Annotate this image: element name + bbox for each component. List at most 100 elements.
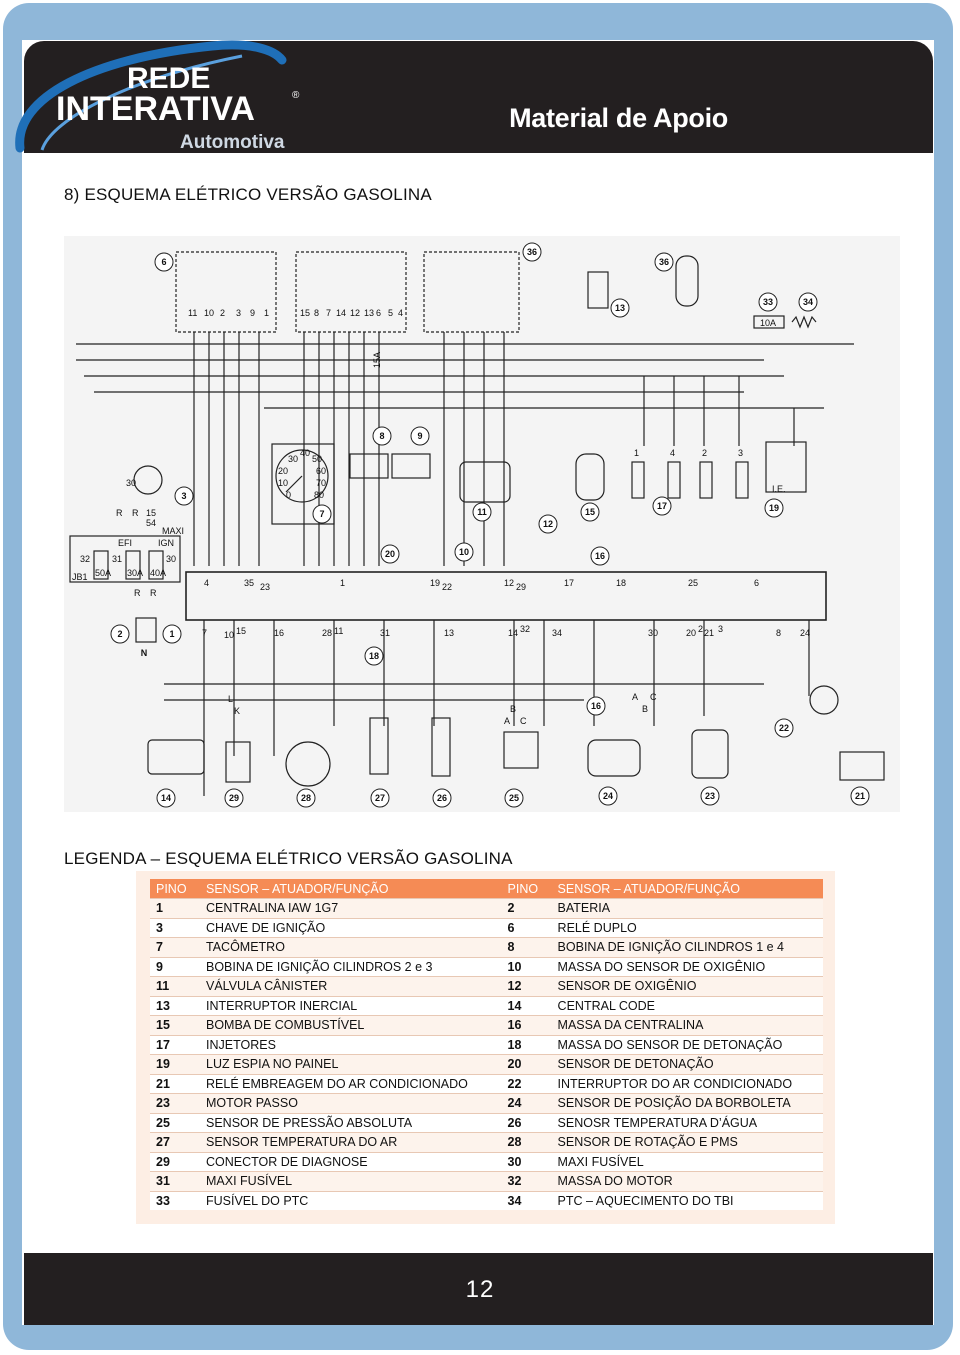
row-pin-right: 16 xyxy=(501,1015,552,1035)
row-pin-right: 12 xyxy=(501,976,552,996)
row-pin-right: 32 xyxy=(501,1171,552,1191)
svg-text:11: 11 xyxy=(334,626,343,636)
coil-1-4 xyxy=(349,453,389,479)
callout-27: 27 xyxy=(375,793,385,803)
ground-n: N xyxy=(141,648,148,658)
relay-box-a xyxy=(175,251,277,333)
row-pin-left: 27 xyxy=(150,1132,200,1152)
water-temp-sensor xyxy=(431,717,451,777)
callout-15: 15 xyxy=(585,507,595,517)
svg-text:50: 50 xyxy=(312,454,322,464)
inertial-switch xyxy=(587,271,609,309)
callout-20: 20 xyxy=(385,549,395,559)
row-pin-left: 11 xyxy=(150,976,200,996)
svg-text:15: 15 xyxy=(300,308,310,318)
svg-text:1: 1 xyxy=(264,308,269,318)
svg-text:1: 1 xyxy=(340,578,345,588)
svg-text:10: 10 xyxy=(278,478,288,488)
row-function-right: MASSA DO SENSOR DE DETONAÇÃO xyxy=(551,1034,823,1055)
svg-text:2: 2 xyxy=(220,308,225,318)
row-function-left: INTERRUPTOR INERCIAL xyxy=(200,995,502,1016)
svg-text:29: 29 xyxy=(516,582,526,592)
svg-text:6: 6 xyxy=(376,308,381,318)
row-function-left: CONECTOR DE DIAGNOSE xyxy=(200,1151,502,1172)
row-function-right: MAXI FUSÍVEL xyxy=(551,1151,823,1172)
svg-text:40A: 40A xyxy=(150,568,166,578)
svg-text:13: 13 xyxy=(444,628,454,638)
svg-text:K: K xyxy=(234,706,240,716)
svg-text:14: 14 xyxy=(336,308,346,318)
callout-24: 24 xyxy=(603,791,613,801)
ignition-switch xyxy=(133,465,163,495)
legend-table-container: PINO SENSOR – ATUADOR/FUNÇÃO PINO SENSOR… xyxy=(136,871,835,1224)
row-pin-left: 1 xyxy=(150,898,200,918)
row-pin-right: 24 xyxy=(501,1093,552,1113)
svg-text:40: 40 xyxy=(300,448,310,458)
logo-registered: ® xyxy=(292,90,300,101)
row-pin-right: 6 xyxy=(501,917,552,938)
row-pin-left: 29 xyxy=(150,1151,200,1172)
svg-text:R: R xyxy=(134,588,141,598)
header-pin-2: PINO xyxy=(501,879,552,899)
svg-text:50A: 50A xyxy=(95,568,111,578)
callout-9: 9 xyxy=(417,431,422,441)
svg-text:34: 34 xyxy=(552,628,562,638)
svg-text:32: 32 xyxy=(80,554,90,564)
callout-33: 33 xyxy=(763,297,773,307)
row-pin-right: 28 xyxy=(501,1132,552,1152)
callout-8: 8 xyxy=(379,431,384,441)
svg-text:60: 60 xyxy=(316,466,326,476)
ecu-bottom-pin-labels: 7 10 15 16 28 11 31 13 14 32 34 30 20 2 … xyxy=(202,624,810,640)
legend-header-row: PINO SENSOR – ATUADOR/FUNÇÃO PINO SENSOR… xyxy=(150,879,823,899)
svg-text:IGN: IGN xyxy=(158,538,174,548)
row-pin-left: 15 xyxy=(150,1015,200,1035)
row-function-left: TACÔMETRO xyxy=(200,937,502,957)
row-function-left: SENSOR TEMPERATURA DO AR xyxy=(200,1132,502,1152)
row-function-left: INJETORES xyxy=(200,1034,502,1055)
row-pin-left: 9 xyxy=(150,956,200,977)
page-number: 12 xyxy=(465,1276,495,1303)
svg-text:3: 3 xyxy=(718,624,723,634)
row-pin-right: 8 xyxy=(501,937,552,957)
row-pin-right: 34 xyxy=(501,1190,552,1210)
row-function-left: VÁLVULA CÂNISTER xyxy=(200,976,502,996)
header-pin-1: PINO xyxy=(150,879,200,899)
svg-text:12: 12 xyxy=(350,308,360,318)
svg-text:R: R xyxy=(116,508,123,518)
wiring-diagram: 6 36 36 13 33 34 8 9 3 7 11 12 15 17 19 … xyxy=(64,236,900,812)
svg-text:20: 20 xyxy=(686,628,696,638)
row-function-right: MASSA DO SENSOR DE OXIGÊNIO xyxy=(551,956,823,977)
row-pin-right: 26 xyxy=(501,1112,552,1133)
row-pin-right: 30 xyxy=(501,1151,552,1172)
header-subtitle: Programa Especial - Injeção Eletrônica 2 xyxy=(409,154,795,176)
svg-text:30: 30 xyxy=(166,554,176,564)
callout-16a: 16 xyxy=(595,551,605,561)
callout-6: 6 xyxy=(161,257,166,267)
svg-text:13: 13 xyxy=(364,308,374,318)
svg-text:24: 24 xyxy=(800,628,810,638)
svg-text:6: 6 xyxy=(754,578,759,588)
row-pin-right: 20 xyxy=(501,1054,552,1074)
callout-3: 3 xyxy=(181,491,186,501)
svg-text:70: 70 xyxy=(316,478,326,488)
tachometer-box xyxy=(271,443,335,525)
row-function-left: SENSOR DE PRESSÃO ABSOLUTA xyxy=(200,1112,502,1133)
callout-25: 25 xyxy=(509,793,519,803)
row-pin-left: 31 xyxy=(150,1171,200,1191)
row-function-right: INTERRUPTOR DO AR CONDICIONADO xyxy=(551,1073,823,1094)
header-function-1: SENSOR – ATUADOR/FUNÇÃO xyxy=(200,879,502,899)
callout-26: 26 xyxy=(437,793,447,803)
svg-text:35: 35 xyxy=(244,578,254,588)
stepper-motor xyxy=(691,729,729,779)
fuel-pump xyxy=(575,453,605,501)
injector-2 xyxy=(699,461,713,499)
logo-line3: Automotiva xyxy=(180,132,285,153)
callout-21: 21 xyxy=(855,791,865,801)
svg-text:15A: 15A xyxy=(372,352,382,368)
knock-sensor xyxy=(285,741,331,787)
